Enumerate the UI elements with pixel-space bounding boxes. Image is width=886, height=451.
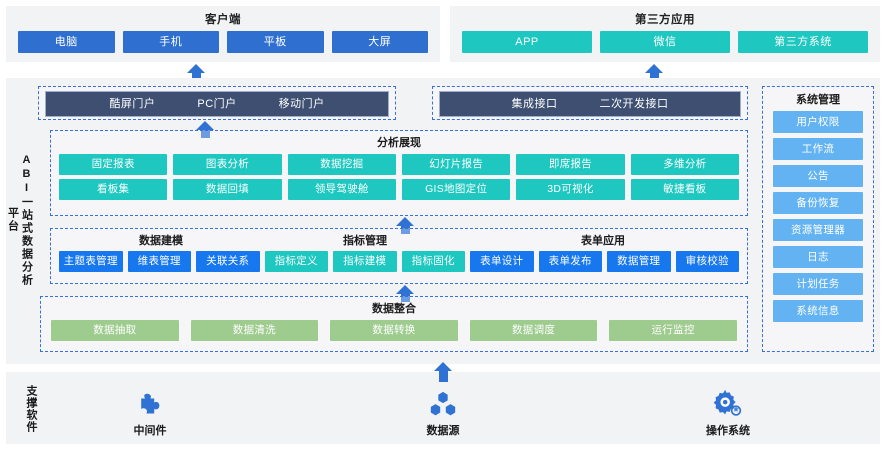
- metrics-item-definition[interactable]: 指标定义: [264, 251, 328, 272]
- client-item-mobile[interactable]: 手机: [122, 31, 219, 53]
- integration-group: 数据整合 数据抽取 数据清洗 数据转换 数据调度 运行监控: [40, 296, 748, 352]
- integration-cells: 数据抽取 数据清洗 数据转换 数据调度 运行监控: [51, 320, 737, 341]
- analysis-item-chart-analysis[interactable]: 图表分析: [173, 154, 282, 175]
- form-item-publish[interactable]: 表单发布: [538, 251, 602, 272]
- analysis-group-title: 分析展现: [377, 137, 421, 149]
- integration-item-transform[interactable]: 数据转换: [330, 320, 458, 341]
- support-item-middleware-caption: 中间件: [133, 425, 167, 437]
- api-item-secondary-dev[interactable]: 二次开发接口: [599, 98, 669, 110]
- middle-groups: 数据建模 指标管理 表单应用 主题表管理 维表管理 关联关系 指标定义 指标建模…: [50, 228, 748, 284]
- metrics-item-solidify[interactable]: 指标固化: [401, 251, 465, 272]
- sysmgmt-item-workflow[interactable]: 工作流: [773, 138, 863, 160]
- modeling-item-dim-table[interactable]: 维表管理: [127, 251, 191, 272]
- gears-icon: [668, 386, 788, 420]
- analysis-item-3d-visual[interactable]: 3D可视化: [516, 179, 625, 200]
- sysmgmt-item-backup-restore[interactable]: 备份恢复: [773, 192, 863, 214]
- puzzle-piece-icon: [90, 386, 210, 420]
- support-item-os-caption: 操作系统: [706, 425, 750, 437]
- portal-bar: 酷屏门户 PC门户 移动门户: [45, 91, 389, 117]
- client-section-title: 客户端: [205, 14, 241, 26]
- sysmgmt-item-scheduled-task[interactable]: 计划任务: [773, 273, 863, 295]
- analysis-group: 分析展现 固定报表 图表分析 数据挖掘 幻灯片报告 即席报告 多维分析 看板集 …: [50, 130, 748, 216]
- client-item-pc[interactable]: 电脑: [18, 31, 115, 53]
- integration-group-title: 数据整合: [372, 303, 416, 315]
- portal-item-mobile[interactable]: 移动门户: [278, 98, 325, 110]
- third-party-section-title: 第三方应用: [635, 14, 695, 26]
- sysmgmt-item-user-permission[interactable]: 用户权限: [773, 111, 863, 133]
- analysis-item-data-mining[interactable]: 数据挖掘: [287, 154, 396, 175]
- sysmgmt-item-log[interactable]: 日志: [773, 246, 863, 268]
- platform-side-label-main: ABI一站式数据分析: [20, 153, 33, 287]
- nodes-icon: [383, 386, 503, 420]
- integration-item-monitor[interactable]: 运行监控: [609, 320, 737, 341]
- analysis-item-gis-map[interactable]: GIS地图定位: [402, 179, 511, 200]
- support-item-datasource[interactable]: 数据源: [383, 386, 503, 438]
- integration-item-schedule[interactable]: 数据调度: [469, 320, 598, 341]
- sysmgmt-item-resource-manager[interactable]: 资源管理器: [773, 219, 863, 241]
- analysis-item-agile-board[interactable]: 敏捷看板: [630, 179, 739, 200]
- form-item-audit-check[interactable]: 审核校验: [675, 251, 739, 272]
- form-group-title: 表单应用: [581, 235, 625, 247]
- integration-item-extract[interactable]: 数据抽取: [51, 320, 179, 341]
- platform-side-label: ABI一站式数据分析 平台: [6, 100, 33, 340]
- api-group: 集成接口 二次开发接口: [432, 86, 748, 120]
- third-party-item-system[interactable]: 第三方系统: [738, 31, 868, 53]
- metrics-group-title: 指标管理: [343, 235, 387, 247]
- system-management-list: 用户权限 工作流 公告 备份恢复 资源管理器 日志 计划任务 系统信息: [773, 111, 863, 322]
- platform-side-label-sub: 平台: [6, 207, 19, 233]
- platform-section: [6, 78, 880, 364]
- third-party-item-app[interactable]: APP: [462, 31, 592, 53]
- portal-group: 酷屏门户 PC门户 移动门户: [38, 86, 396, 120]
- analysis-row-2: 看板集 数据回填 领导驾驶舱 GIS地图定位 3D可视化 敏捷看板: [59, 179, 739, 200]
- support-software-label: 支撑软件: [16, 378, 46, 440]
- middle-group-titles: 数据建模 指标管理 表单应用: [59, 232, 739, 248]
- metrics-item-modeling[interactable]: 指标建模: [333, 251, 397, 272]
- support-item-datasource-caption: 数据源: [426, 425, 460, 437]
- analysis-item-data-writeback[interactable]: 数据回填: [173, 179, 282, 200]
- portal-item-kuping[interactable]: 酷屏门户: [109, 98, 156, 110]
- analysis-item-adhoc-report[interactable]: 即席报告: [516, 154, 625, 175]
- system-management-group: 系统管理 用户权限 工作流 公告 备份恢复 资源管理器 日志 计划任务 系统信息: [762, 86, 874, 352]
- form-item-design[interactable]: 表单设计: [470, 251, 534, 272]
- third-party-chip-row: APP 微信 第三方系统: [450, 27, 880, 53]
- modeling-item-subject-table[interactable]: 主题表管理: [59, 251, 123, 272]
- client-chip-row: 电脑 手机 平板 大屏: [6, 27, 440, 53]
- sysmgmt-item-system-info[interactable]: 系统信息: [773, 300, 863, 322]
- support-item-os[interactable]: 操作系统: [668, 386, 788, 438]
- analysis-item-fixed-report[interactable]: 固定报表: [59, 154, 168, 175]
- analysis-item-multidim[interactable]: 多维分析: [630, 154, 739, 175]
- api-bar: 集成接口 二次开发接口: [439, 91, 741, 117]
- client-section: 客户端 电脑 手机 平板 大屏: [6, 6, 440, 62]
- analysis-row-1: 固定报表 图表分析 数据挖掘 幻灯片报告 即席报告 多维分析: [59, 154, 739, 175]
- integration-item-cleanse[interactable]: 数据清洗: [190, 320, 319, 341]
- modeling-group-title: 数据建模: [139, 235, 183, 247]
- api-item-integration[interactable]: 集成接口: [511, 98, 558, 110]
- support-software-label-text: 支撑软件: [25, 385, 37, 433]
- third-party-item-wechat[interactable]: 微信: [600, 31, 730, 53]
- modeling-item-relations[interactable]: 关联关系: [196, 251, 260, 272]
- sysmgmt-item-announcement[interactable]: 公告: [773, 165, 863, 187]
- third-party-section: 第三方应用 APP 微信 第三方系统: [450, 6, 880, 62]
- analysis-item-exec-cockpit[interactable]: 领导驾驶舱: [287, 179, 396, 200]
- client-item-tablet[interactable]: 平板: [227, 31, 324, 53]
- analysis-item-slide-report[interactable]: 幻灯片报告: [402, 154, 511, 175]
- client-item-bigscreen[interactable]: 大屏: [331, 31, 428, 53]
- portal-item-pc[interactable]: PC门户: [197, 98, 237, 110]
- form-item-data-manage[interactable]: 数据管理: [607, 251, 671, 272]
- system-management-title: 系统管理: [796, 94, 840, 106]
- middle-group-cells: 主题表管理 维表管理 关联关系 指标定义 指标建模 指标固化 表单设计 表单发布…: [59, 251, 739, 272]
- support-item-middleware[interactable]: 中间件: [90, 386, 210, 438]
- analysis-item-dashboard-set[interactable]: 看板集: [59, 179, 168, 200]
